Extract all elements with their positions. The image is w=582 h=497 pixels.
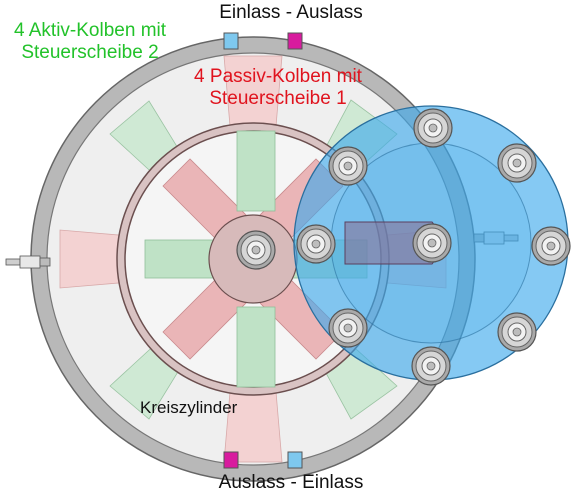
bottom-inlet-port — [287, 451, 303, 469]
disc-bearing-center — [412, 223, 452, 263]
disc-bearing-right-top — [497, 143, 537, 183]
disc-bearing-right — [531, 226, 571, 266]
disc-bearing-top — [413, 108, 453, 148]
top-ports-label: Einlass - Auslass — [219, 2, 363, 23]
central-bearing — [236, 230, 276, 270]
spark-plug-left — [5, 255, 51, 269]
disc-bearing-right-bottom — [497, 312, 537, 352]
disc-bearing-bottom — [411, 346, 451, 386]
active-pistons-label: 4 Aktiv-Kolben mit Steuerscheibe 2 — [13, 20, 167, 63]
passive-pistons-label: 4 Passiv-Kolben mit Steuerscheibe 1 — [194, 66, 362, 109]
top-outlet-port — [287, 32, 303, 50]
top-inlet-port — [223, 32, 239, 50]
disc-bearing-top-left — [328, 146, 368, 186]
cylinder-label: Kreiszylinder — [140, 398, 238, 417]
bottom-outlet-port — [223, 451, 239, 469]
disc-bearing-hub-right — [296, 224, 336, 264]
disc-bearing-bottom-left — [328, 308, 368, 348]
bottom-ports-label: Auslass - Einlass — [218, 472, 364, 493]
